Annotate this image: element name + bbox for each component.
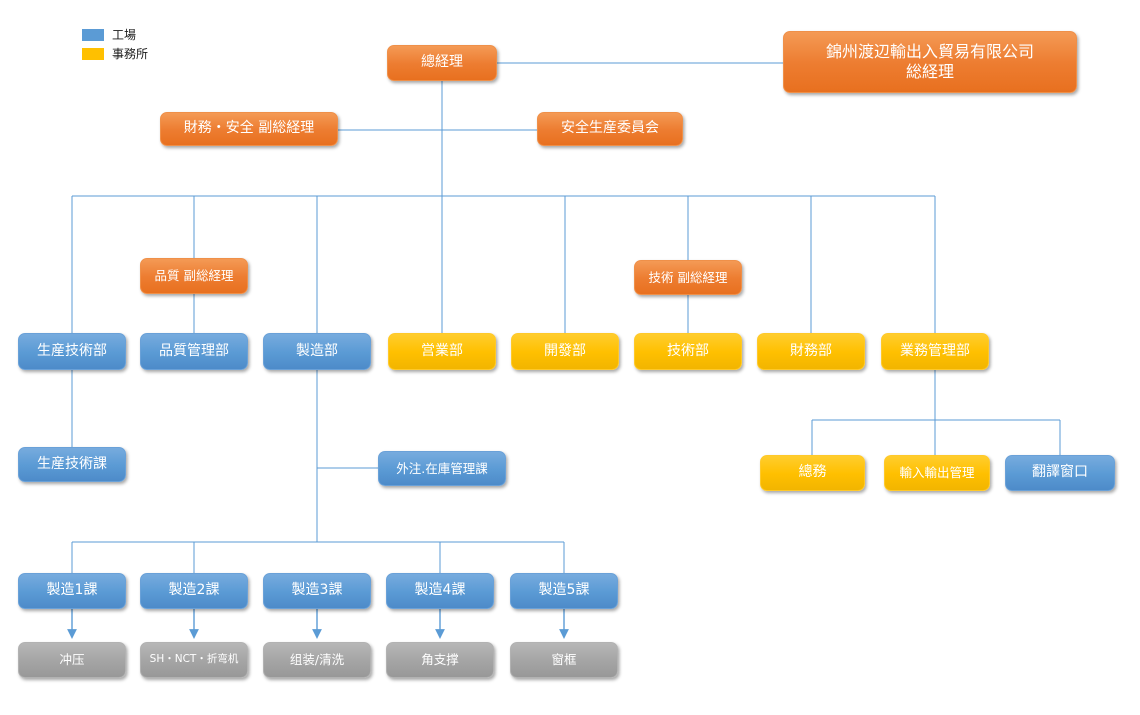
node-quality-management-dept: 品質管理部 — [140, 333, 248, 370]
node-process-assembly-cleaning: 组装/清洗 — [263, 642, 371, 678]
node-safety-production-committee: 安全生産委員会 — [537, 112, 683, 146]
node-finance-dept: 財務部 — [757, 333, 865, 370]
node-technology-dept: 技術部 — [634, 333, 742, 370]
legend: 工場 事務所 — [82, 26, 148, 64]
node-development-dept: 開發部 — [511, 333, 619, 370]
legend-item-office: 事務所 — [82, 45, 148, 62]
legend-label: 事務所 — [112, 47, 149, 61]
node-outsourcing-inventory-section: 外注.在庫管理課 — [378, 451, 506, 486]
node-manufacturing-section-5: 製造5課 — [510, 573, 618, 609]
office-color-swatch — [82, 47, 104, 60]
node-general-manager: 總経理 — [387, 45, 497, 81]
node-import-export-management: 輸入輸出管理 — [884, 455, 990, 491]
company-name: 錦州渡辺輸出入貿易有限公司 — [825, 42, 1034, 61]
legend-item-factory: 工場 — [82, 26, 148, 43]
node-manufacturing-section-3: 製造3課 — [263, 573, 371, 609]
node-general-affairs: 總務 — [760, 455, 865, 491]
node-manufacturing-dept: 製造部 — [263, 333, 371, 370]
node-sales-dept: 営業部 — [388, 333, 496, 370]
node-business-admin-dept: 業務管理部 — [881, 333, 989, 370]
node-translation-window: 翻譯窗口 — [1005, 455, 1115, 491]
node-manufacturing-section-2: 製造2課 — [140, 573, 248, 609]
node-finance-safety-vice-gm: 財務・安全 副総経理 — [160, 112, 338, 146]
node-process-sh-nct-bending: SH・NCT・折弯机 — [140, 642, 248, 678]
node-process-window-frame: 窗框 — [510, 642, 618, 678]
node-tech-vice-gm: 技術 副総経理 — [634, 260, 742, 295]
factory-color-swatch — [82, 28, 104, 41]
node-production-tech-dept: 生産技術部 — [18, 333, 126, 370]
node-manufacturing-section-4: 製造4課 — [386, 573, 494, 609]
node-company-general-manager: 錦州渡辺輸出入貿易有限公司 総経理 — [783, 31, 1077, 93]
node-quality-vice-gm: 品質 副総経理 — [140, 258, 248, 294]
legend-label: 工場 — [112, 28, 137, 42]
node-production-tech-section: 生産技術課 — [18, 447, 126, 482]
node-process-stamping: 冲压 — [18, 642, 126, 678]
company-gm-title: 総経理 — [905, 62, 954, 81]
node-process-corner-support: 角支撑 — [386, 642, 494, 678]
node-manufacturing-section-1: 製造1課 — [18, 573, 126, 609]
